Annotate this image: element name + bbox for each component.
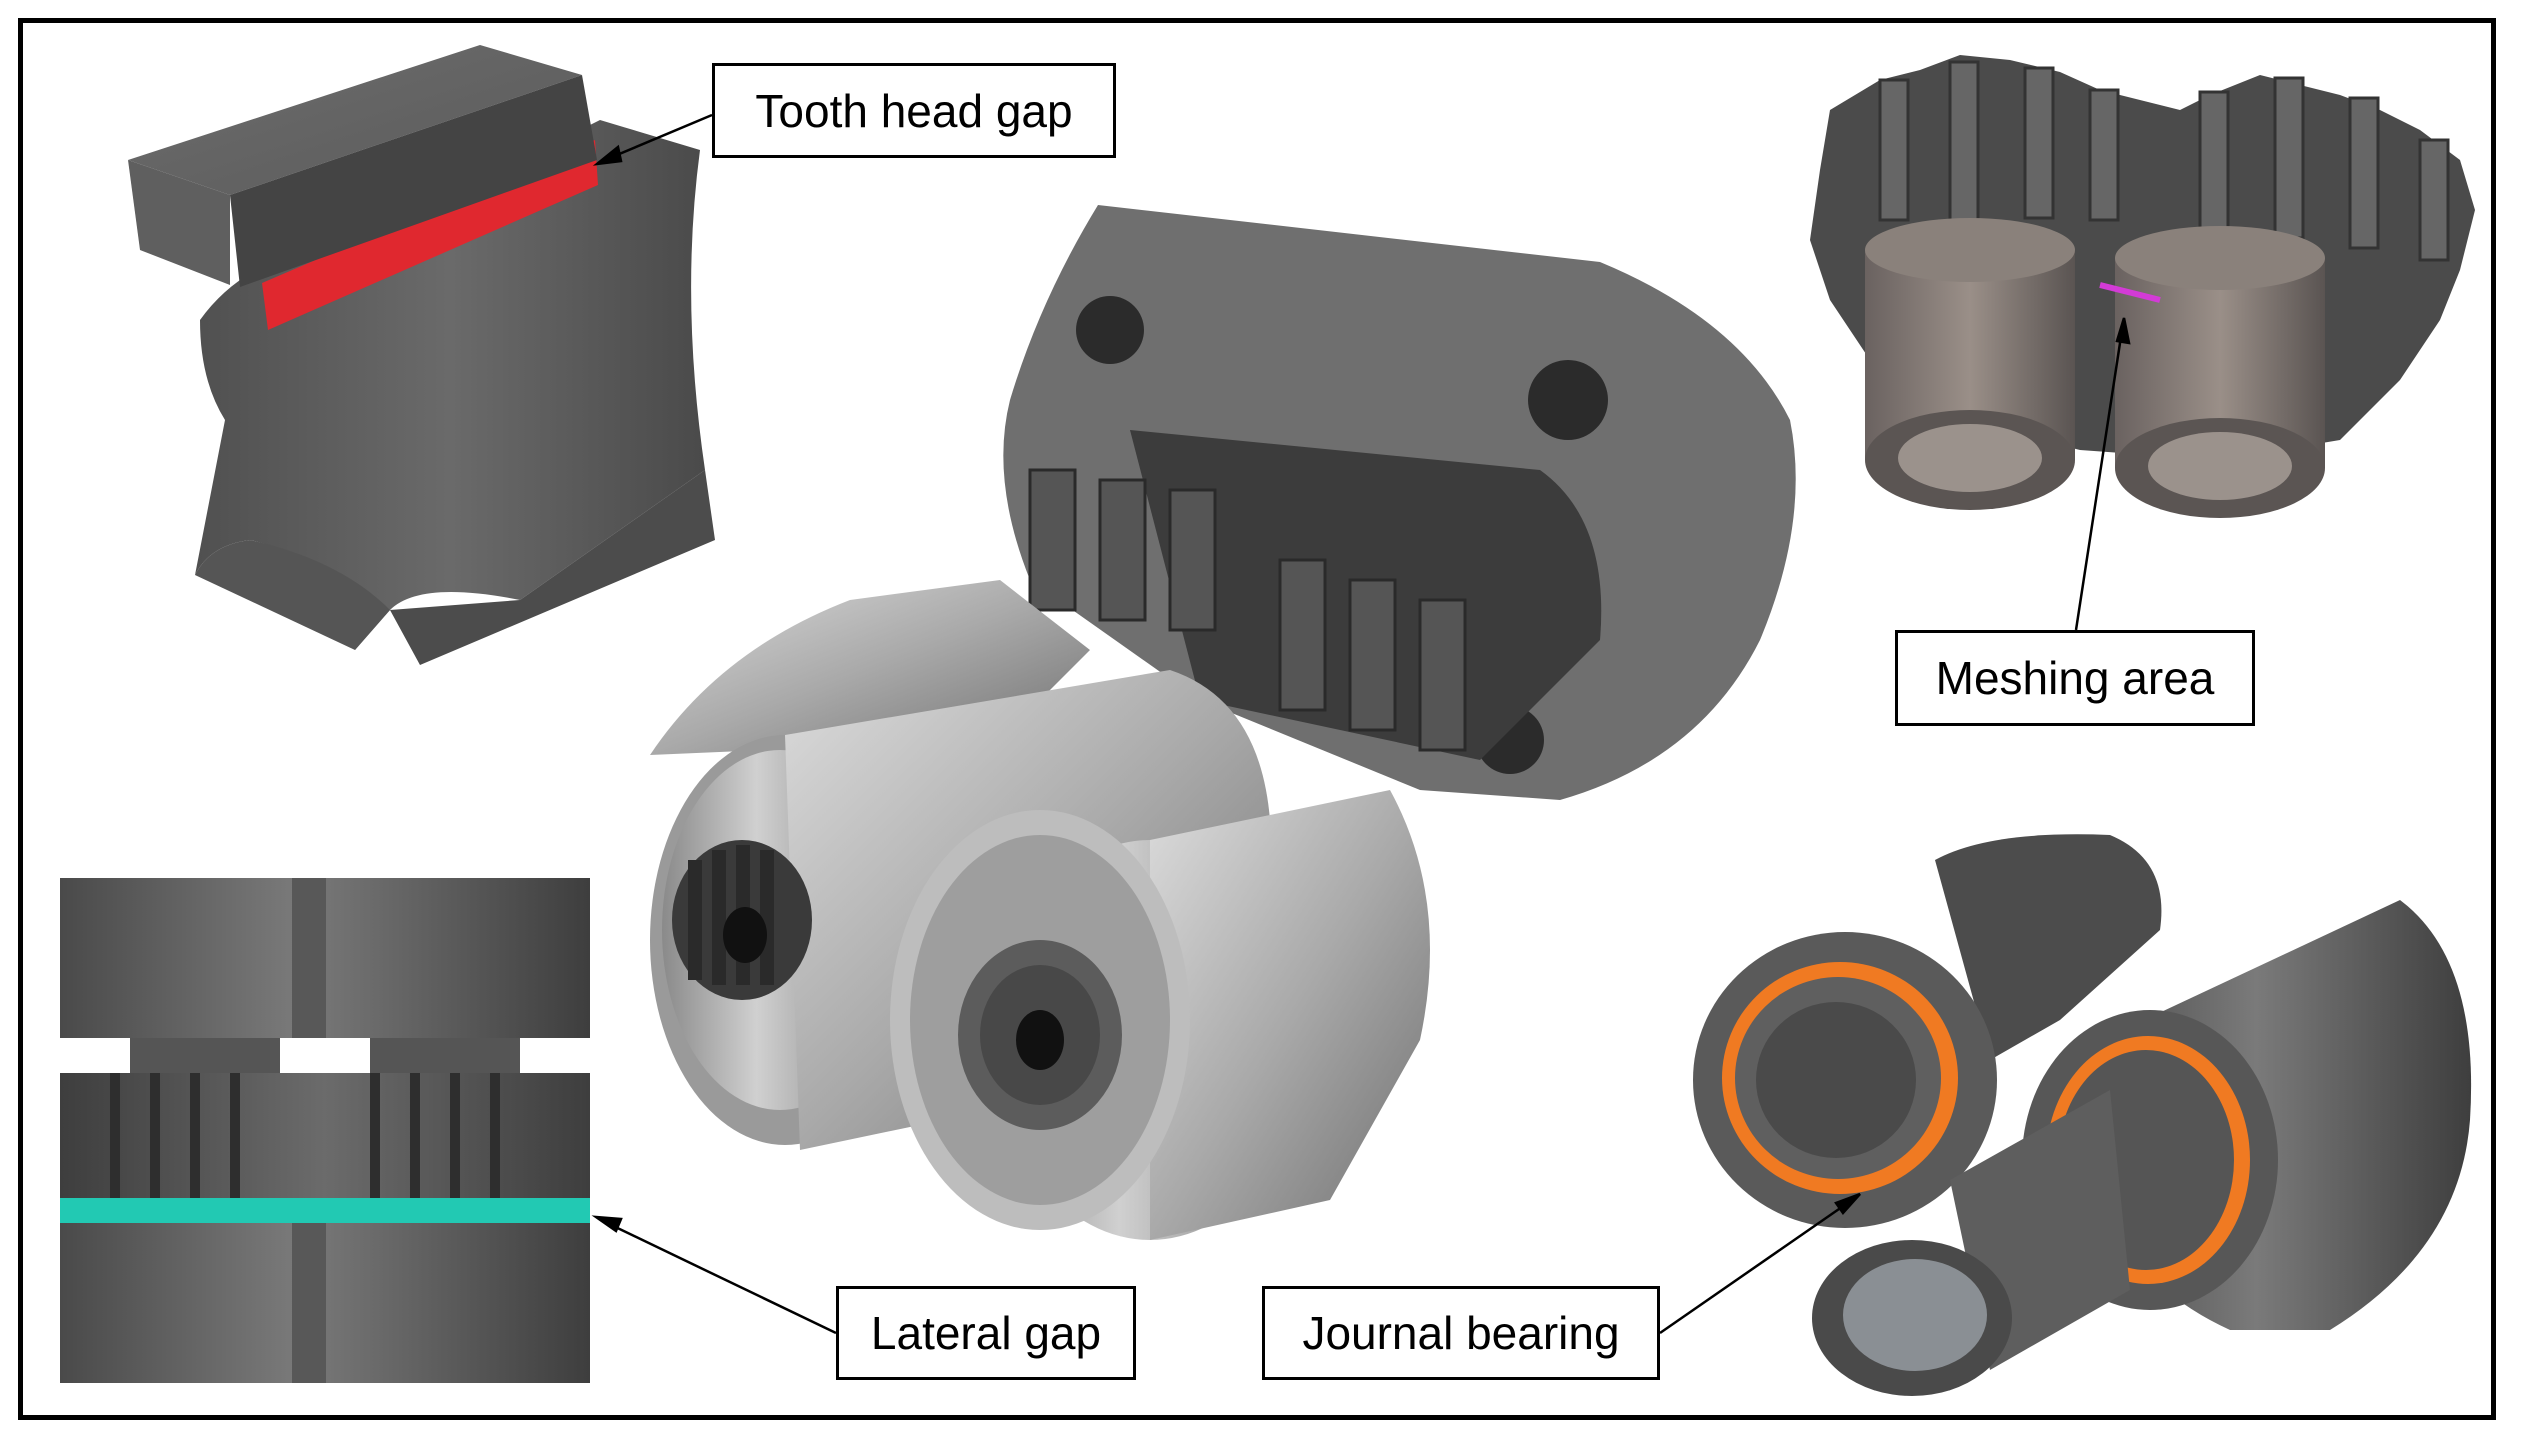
tooth-head-gap-model (128, 45, 715, 665)
tooth-head-gap-label: Tooth head gap (712, 63, 1116, 158)
callout-arrows (591, 113, 2131, 1335)
journal-bearing-model (1693, 834, 2472, 1396)
lateral-gap-highlight (60, 1198, 590, 1223)
lateral-gap-label: Lateral gap (836, 1286, 1136, 1380)
gear-pump-photo (650, 205, 1796, 1240)
lateral-gap-model (60, 878, 590, 1383)
meshing-highlight (2099, 282, 2161, 303)
meshing-area-label: Meshing area (1895, 630, 2255, 726)
journal-bearing-label: Journal bearing (1262, 1286, 1660, 1380)
meshing-gears-model (1810, 55, 2475, 518)
